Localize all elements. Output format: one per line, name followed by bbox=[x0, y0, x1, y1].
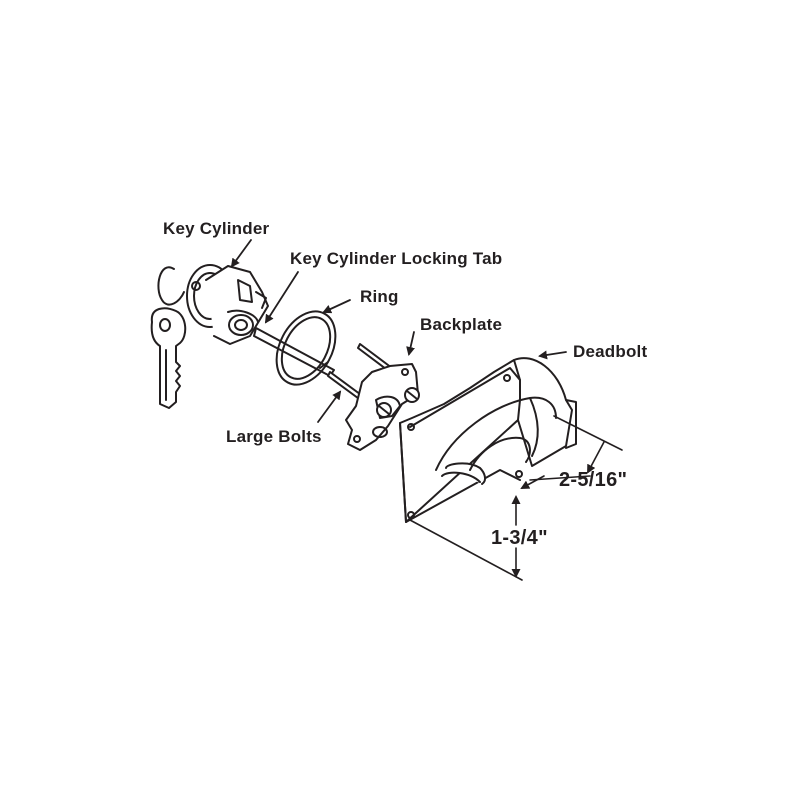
label-deadbolt: Deadbolt bbox=[573, 342, 648, 361]
deadbolt-housing-illustration bbox=[399, 357, 577, 523]
leader-deadbolt bbox=[538, 350, 567, 360]
dimension-width-label: 2-5/16" bbox=[559, 469, 628, 491]
label-key-cylinder-locking-tab: Key Cylinder Locking Tab bbox=[290, 249, 503, 268]
leader-locking-tab bbox=[264, 271, 299, 324]
leader-ring bbox=[322, 299, 351, 314]
leader-large-bolts bbox=[317, 390, 342, 423]
label-key-cylinder: Key Cylinder bbox=[163, 219, 270, 238]
dimension-extension-top bbox=[553, 415, 623, 451]
tailpiece-bar-illustration bbox=[253, 327, 335, 377]
label-ring: Ring bbox=[360, 287, 399, 306]
dimension-width-arrow-b bbox=[520, 475, 545, 489]
backplate-illustration bbox=[345, 363, 420, 451]
dimension-width-arrow-a bbox=[587, 441, 605, 474]
dimension-extension-bottom bbox=[409, 519, 523, 581]
leader-backplate bbox=[406, 331, 415, 356]
leader-arrows bbox=[230, 239, 567, 423]
dimension-height-label: 1-3/4" bbox=[491, 527, 548, 549]
leader-key-cylinder bbox=[230, 239, 252, 268]
ring-illustration bbox=[275, 310, 337, 386]
dimension-lines bbox=[409, 415, 623, 581]
key-cylinder-illustration bbox=[157, 264, 269, 345]
label-backplate: Backplate bbox=[420, 315, 503, 334]
label-large-bolts: Large Bolts bbox=[226, 427, 322, 446]
key-illustration bbox=[150, 307, 187, 409]
dimension-extension-right bbox=[529, 475, 591, 481]
